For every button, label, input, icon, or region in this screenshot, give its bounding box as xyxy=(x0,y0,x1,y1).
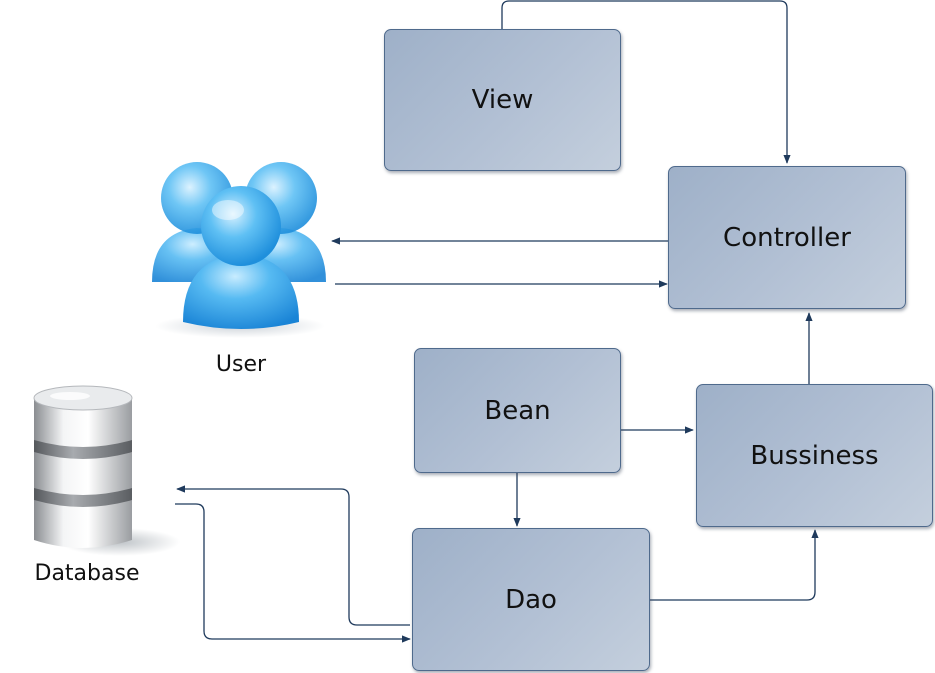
edge-dao-database xyxy=(176,485,410,626)
bean-node: Bean xyxy=(414,348,621,473)
edge-dao-bussiness xyxy=(650,529,819,601)
dao-node: Dao xyxy=(412,528,650,671)
view-node: View xyxy=(384,29,621,171)
edge-database-dao xyxy=(175,503,411,643)
bussiness-label: Bussiness xyxy=(750,440,879,471)
bean-label: Bean xyxy=(484,395,551,426)
dao-label: Dao xyxy=(505,584,557,615)
edge-view-controller xyxy=(501,0,791,164)
controller-node: Controller xyxy=(668,166,906,309)
bussiness-node: Bussiness xyxy=(696,384,933,527)
user-caption: User xyxy=(215,352,267,377)
database-caption: Database xyxy=(34,561,140,586)
controller-label: Controller xyxy=(723,222,851,253)
view-label: View xyxy=(471,85,534,115)
